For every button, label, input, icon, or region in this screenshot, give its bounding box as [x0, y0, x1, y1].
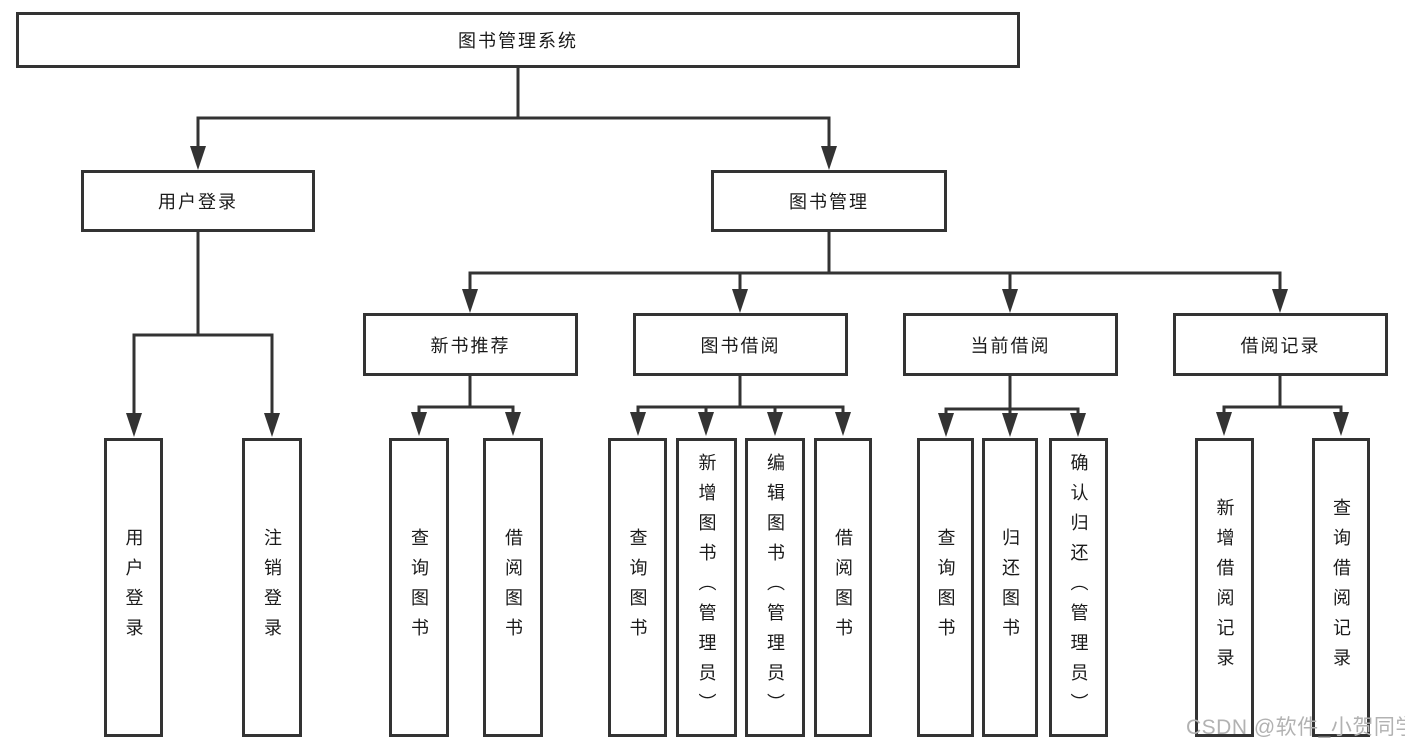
leaf-query-books-borrow: 查询图书	[608, 438, 667, 737]
node-root-label: 图书管理系统	[458, 31, 578, 51]
leaf-add-borrow-record-label: 新增借阅记录	[1214, 497, 1235, 678]
connector-book-management-children	[462, 232, 1288, 313]
connector-new-book-recommend-children	[411, 376, 521, 436]
node-book-management: 图书管理	[711, 170, 947, 232]
node-book-borrow: 图书借阅	[633, 313, 848, 376]
node-new-book-recommend-label: 新书推荐	[430, 335, 511, 356]
leaf-query-borrow-record: 查询借阅记录	[1312, 438, 1370, 737]
node-current-borrow: 当前借阅	[903, 313, 1118, 376]
leaf-return-book: 归还图书	[982, 438, 1038, 737]
leaf-user-login: 用户登录	[104, 438, 163, 737]
leaf-query-borrow-record-label: 查询借阅记录	[1331, 497, 1351, 678]
leaf-add-book-admin-label: 新增图书（管理员）	[696, 452, 717, 723]
leaf-logout: 注销登录	[242, 438, 302, 737]
leaf-borrow-books-borrow-label: 借阅图书	[833, 527, 853, 648]
leaf-borrow-books-borrow: 借阅图书	[814, 438, 872, 737]
node-user-login: 用户登录	[81, 170, 315, 232]
leaf-add-book-admin: 新增图书（管理员）	[676, 438, 737, 737]
watermark: CSDN @软件_小贺同学	[1186, 716, 1405, 739]
node-book-borrow-label: 图书借阅	[700, 335, 781, 356]
connector-root-to-level2	[190, 68, 837, 170]
leaf-edit-book-admin: 编辑图书（管理员）	[745, 438, 805, 737]
leaf-edit-book-admin-label: 编辑图书（管理员）	[765, 452, 785, 723]
leaf-query-books-recommend: 查询图书	[389, 438, 449, 737]
node-borrow-records: 借阅记录	[1173, 313, 1388, 376]
leaf-borrow-books-recommend: 借阅图书	[483, 438, 543, 737]
node-book-management-label: 图书管理	[789, 192, 869, 212]
leaf-user-login-label: 用户登录	[123, 527, 144, 648]
leaf-confirm-return-admin: 确认归还（管理员）	[1049, 438, 1108, 737]
leaf-query-books-recommend-label: 查询图书	[409, 527, 429, 648]
connector-current-borrow-children	[938, 376, 1086, 437]
leaf-logout-label: 注销登录	[262, 527, 282, 648]
leaf-query-books-current: 查询图书	[917, 438, 974, 737]
leaf-query-books-current-label: 查询图书	[935, 527, 956, 648]
node-user-login-label: 用户登录	[158, 192, 238, 212]
leaf-borrow-books-recommend-label: 借阅图书	[503, 527, 523, 648]
leaf-query-books-borrow-label: 查询图书	[627, 527, 648, 648]
node-current-borrow-label: 当前借阅	[970, 335, 1051, 356]
connector-book-borrow-children	[630, 376, 851, 436]
node-new-book-recommend: 新书推荐	[363, 313, 578, 376]
leaf-return-book-label: 归还图书	[1000, 527, 1020, 648]
node-root: 图书管理系统	[16, 12, 1020, 68]
connector-borrow-records-children	[1216, 376, 1349, 436]
node-borrow-records-label: 借阅记录	[1240, 335, 1321, 356]
leaf-add-borrow-record: 新增借阅记录	[1195, 438, 1254, 737]
connector-user-login-children	[126, 232, 280, 437]
leaf-confirm-return-admin-label: 确认归还（管理员）	[1068, 452, 1089, 723]
